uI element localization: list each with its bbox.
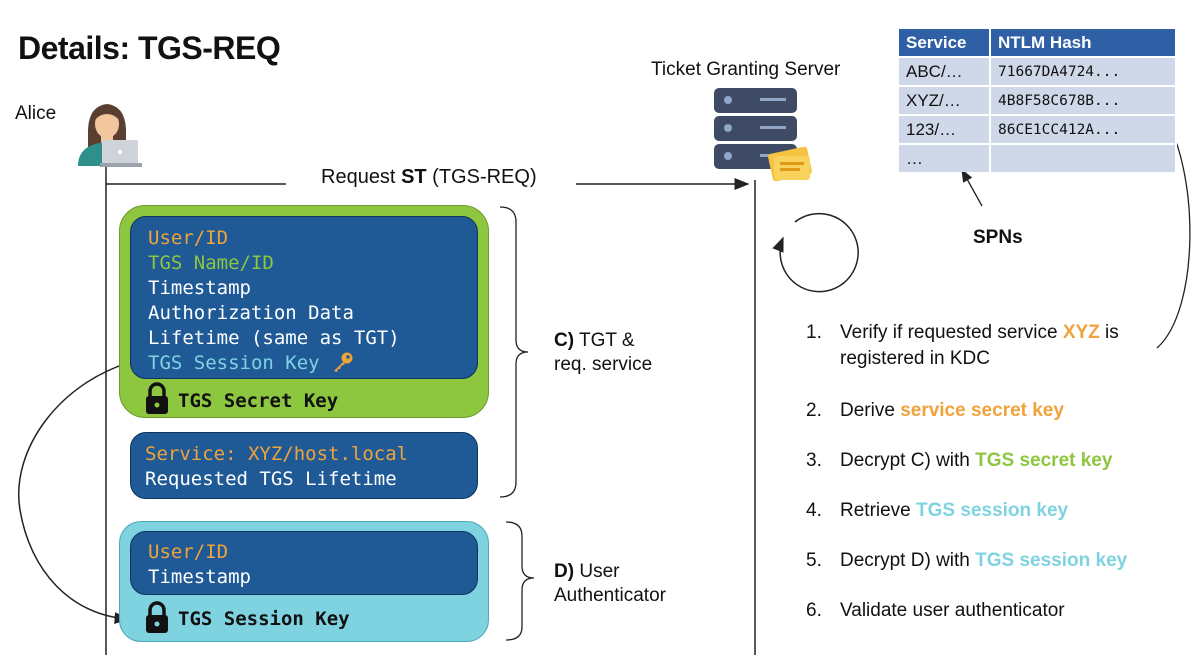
table-row: XYZ/…4B8F58C678B...: [899, 85, 1177, 115]
page-title: Details: TGS-REQ: [18, 30, 281, 66]
step-item: 4. Retrieve TGS session key: [806, 498, 1068, 524]
tgs-label: Ticket Granting Server: [651, 59, 841, 80]
step-number: 5.: [806, 550, 822, 571]
step-item: 5. Decrypt D) with TGS session key: [806, 548, 1127, 574]
step-item: 6. Validate user authenticator: [806, 598, 1065, 624]
step-number: 6.: [806, 600, 822, 621]
tgt-timestamp: Timestamp: [148, 277, 251, 299]
spns-label: SPNs: [973, 227, 1023, 248]
step-number: 4.: [806, 500, 822, 521]
step-text: registered in KDC: [840, 348, 990, 369]
tgs-secret-key-label: TGS Secret Key: [178, 390, 339, 412]
table-header: Service: [899, 29, 991, 57]
authenticator-inner-box: User/ID Timestamp: [130, 531, 478, 595]
tgt-lifetime: Lifetime (same as TGT): [148, 327, 400, 349]
step-text: Validate user authenticator: [840, 600, 1065, 621]
auth-user-id: User/ID: [148, 541, 229, 563]
tgs-session-key-label: TGS Session Key: [178, 608, 350, 630]
table-row: ABC/…71667DA4724...: [899, 56, 1177, 86]
auth-timestamp: Timestamp: [148, 566, 251, 588]
step-text: Verify if requested service: [840, 322, 1063, 343]
service-box: Service: XYZ/host.local Requested TGS Li…: [130, 432, 478, 499]
hash-cell: 86CE1CC412A...: [990, 114, 1177, 144]
step-highlight: TGS session key: [916, 500, 1069, 521]
hash-cell: [990, 143, 1177, 172]
tgt-session-key: TGS Session Key: [148, 351, 400, 376]
step-text: Retrieve: [840, 500, 917, 521]
label-c: C) TGT &req. service: [554, 330, 653, 375]
step-text: Derive: [840, 400, 901, 421]
tgt-tgs-name: TGS Name/ID: [148, 252, 274, 274]
alice-avatar-icon: [78, 104, 142, 167]
tgt-user-id: User/ID: [148, 227, 229, 249]
table-row: …: [899, 143, 1177, 172]
step-text: is: [1099, 322, 1119, 343]
request-label: Request ST (TGS-REQ): [317, 166, 541, 189]
key-icon: [334, 352, 353, 372]
step-highlight: service secret key: [900, 400, 1064, 421]
service-cell: XYZ/…: [899, 85, 991, 115]
ntlm-hash-table: Service NTLM Hash ABC/…71667DA4724... XY…: [899, 29, 1177, 172]
table-header: NTLM Hash: [990, 29, 1177, 57]
hash-cell: 4B8F58C678B...: [990, 85, 1177, 115]
step-text: Decrypt D) with: [840, 550, 976, 571]
tgt-inner-box: User/ID TGS Name/ID Timestamp Authorizat…: [130, 216, 478, 379]
step-text: Decrypt C) with: [840, 450, 976, 471]
step-number: 1.: [806, 322, 822, 343]
step-item: 1. Verify if requested service XYZ is regi…: [806, 320, 1119, 372]
ticket-icon: [768, 146, 812, 182]
step-highlight: TGS secret key: [975, 450, 1113, 471]
tgt-authorization-data: Authorization Data: [148, 302, 354, 324]
service-name: Service: XYZ/host.local: [145, 443, 409, 465]
hash-cell: 71667DA4724...: [990, 56, 1177, 86]
lock-icon: [146, 382, 168, 414]
service-cell: 123/…: [899, 114, 991, 144]
step-highlight: XYZ: [1062, 322, 1100, 343]
table-row: 123/…86CE1CC412A...: [899, 114, 1177, 144]
step-number: 2.: [806, 400, 822, 421]
server-icon: [714, 88, 812, 182]
step-number: 3.: [806, 450, 822, 471]
service-cell: …: [899, 143, 991, 172]
alice-label: Alice: [15, 103, 57, 124]
step-highlight: TGS session key: [975, 550, 1128, 571]
lock-icon: [146, 601, 168, 633]
step-item: 2. Derive service secret key: [806, 398, 1064, 424]
service-cell: ABC/…: [899, 56, 991, 86]
requested-lifetime: Requested TGS Lifetime: [145, 468, 397, 490]
step-item: 3. Decrypt C) with TGS secret key: [806, 448, 1112, 474]
